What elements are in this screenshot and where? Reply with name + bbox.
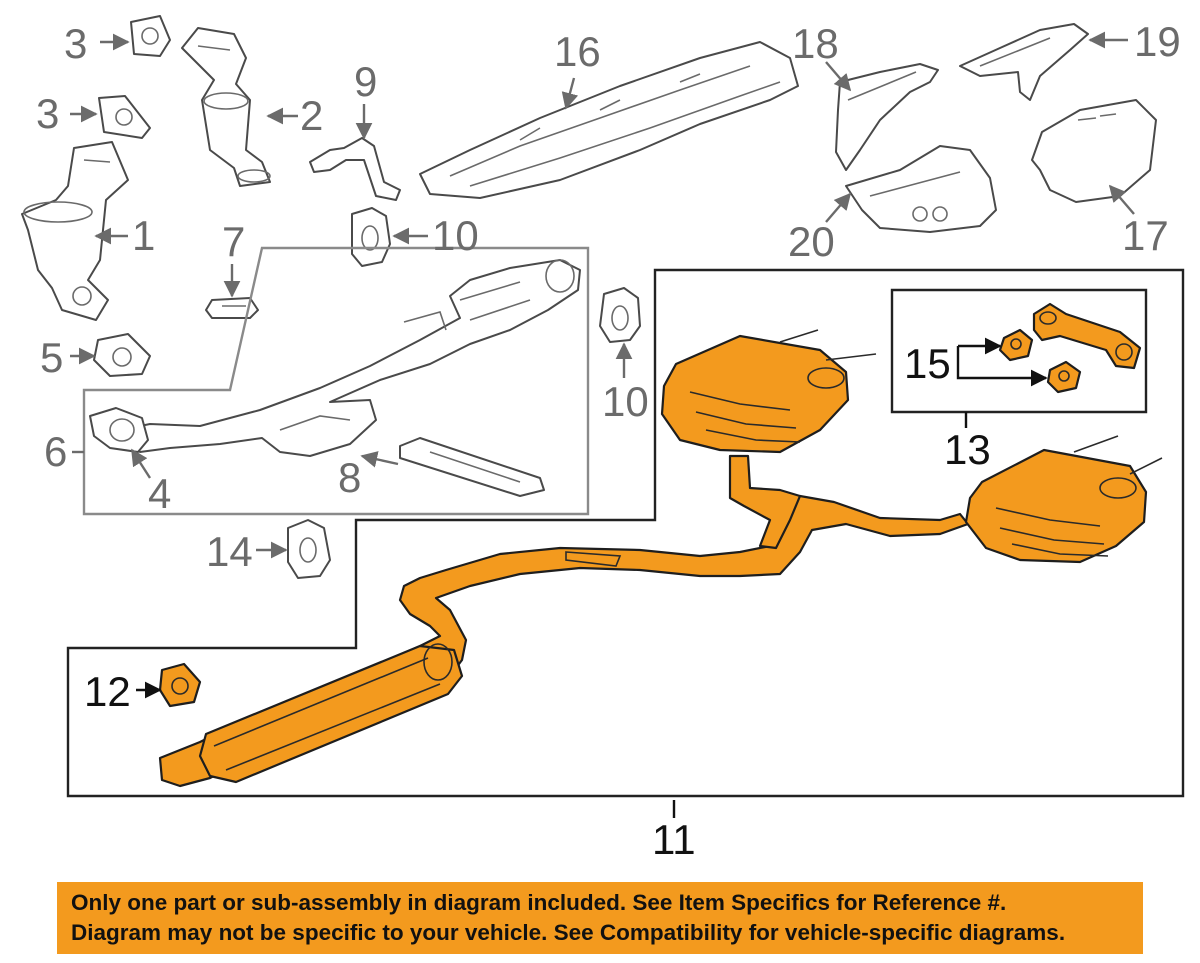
callout-20: 20 xyxy=(788,218,835,265)
leader-lines xyxy=(70,31,1135,818)
callout-2: 2 xyxy=(300,92,323,139)
callout-18: 18 xyxy=(792,20,839,67)
heat-shield-19 xyxy=(959,23,1089,101)
catalytic-converter-1 xyxy=(21,141,129,321)
callout-7: 7 xyxy=(222,218,245,265)
box-6-outline xyxy=(82,246,590,516)
hanger-15-b xyxy=(1046,360,1082,394)
resonator xyxy=(198,644,464,784)
box-13-outline xyxy=(890,288,1148,414)
box-11-outline xyxy=(66,268,1185,798)
callout-labels: 3 3 2 1 5 7 9 10 10 6 4 8 14 16 18 19 17… xyxy=(36,18,1181,863)
callout-5: 5 xyxy=(40,334,63,381)
gasket-12 xyxy=(158,662,202,708)
callout-1: 1 xyxy=(132,212,155,259)
callout-11: 11 xyxy=(652,816,696,863)
callout-3-lower: 3 xyxy=(36,90,59,137)
gasket-3-upper xyxy=(130,15,171,57)
main-pipe xyxy=(158,494,970,788)
right-muffler xyxy=(964,435,1163,564)
heat-shield-18 xyxy=(835,63,939,171)
callout-16: 16 xyxy=(554,28,601,75)
brace-8 xyxy=(399,437,545,497)
catalytic-converter-2 xyxy=(181,27,271,187)
front-pipe-assembly xyxy=(119,259,581,457)
insulator-10-lower xyxy=(599,287,641,343)
heat-shield-20 xyxy=(845,145,997,233)
callout-10-lower: 10 xyxy=(602,378,649,425)
heat-shield-17 xyxy=(1031,99,1157,203)
gasket-3-lower xyxy=(98,95,151,139)
gasket-5 xyxy=(93,333,151,377)
disclaimer-line-2: Diagram may not be specific to your vehi… xyxy=(71,920,1066,945)
callout-3-upper: 3 xyxy=(64,20,87,67)
callout-17: 17 xyxy=(1122,212,1169,259)
callout-15: 15 xyxy=(904,340,951,387)
callout-12: 12 xyxy=(84,668,131,715)
flange-4 xyxy=(89,407,149,453)
y-pipe-junction xyxy=(728,454,802,550)
insulator-10-upper xyxy=(351,207,391,267)
callout-8: 8 xyxy=(338,454,361,501)
callout-19: 19 xyxy=(1134,18,1181,65)
callout-6: 6 xyxy=(44,428,67,475)
hanger-bracket-13 xyxy=(1032,302,1142,370)
left-muffler xyxy=(660,329,877,454)
callout-13: 13 xyxy=(944,426,991,473)
heat-shield-16 xyxy=(419,41,799,199)
bracket-9 xyxy=(309,137,401,201)
callout-10-upper: 10 xyxy=(432,212,479,259)
disclaimer-banner: Only one part or sub-assembly in diagram… xyxy=(57,882,1143,954)
callout-9: 9 xyxy=(354,58,377,105)
callout-4: 4 xyxy=(148,470,171,517)
disclaimer-line-1: Only one part or sub-assembly in diagram… xyxy=(71,890,1007,915)
front-pipe-group-box xyxy=(82,246,590,516)
exhaust-assembly-11 xyxy=(158,329,1163,788)
callout-14: 14 xyxy=(206,528,253,575)
hanger-15-a xyxy=(998,328,1034,362)
insulator-14 xyxy=(287,519,331,579)
